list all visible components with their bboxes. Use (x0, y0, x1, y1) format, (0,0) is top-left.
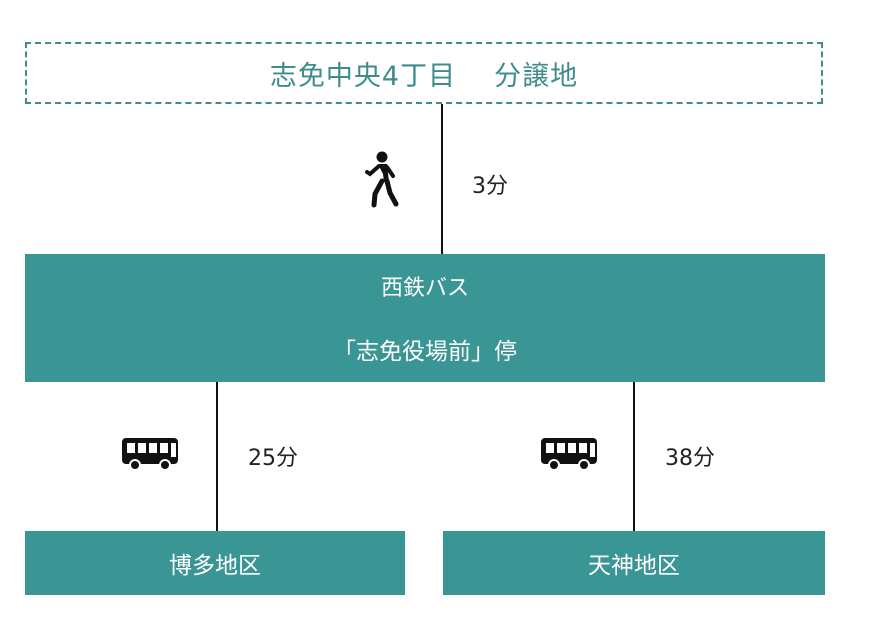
origin-box: 志免中央4丁目 分譲地 (25, 42, 823, 104)
destination-hakata: 博多地区 (25, 531, 405, 595)
bus-icon (541, 438, 597, 471)
destination-hakata-label: 博多地区 (169, 553, 261, 579)
walk-connector-line (441, 104, 443, 254)
origin-suffix: 分譲地 (494, 60, 579, 92)
route-hakata-time: 25分 (248, 446, 298, 471)
bus-stop-box: 西鉄バス 「志免役場前」停 (25, 254, 825, 382)
bus-icon (122, 438, 178, 471)
bus-stop-name: 「志免役場前」停 (333, 339, 517, 365)
walk-time: 3分 (472, 174, 508, 199)
walking-person-icon (365, 151, 399, 208)
bus-company: 西鉄バス (380, 276, 469, 301)
route-hakata-line (216, 382, 218, 531)
origin-name: 志免中央4丁目 (269, 60, 457, 92)
destination-tenjin-label: 天神地区 (588, 553, 680, 579)
route-tenjin-time: 38分 (665, 446, 715, 471)
destination-tenjin: 天神地区 (443, 531, 825, 595)
route-tenjin-line (633, 382, 635, 531)
